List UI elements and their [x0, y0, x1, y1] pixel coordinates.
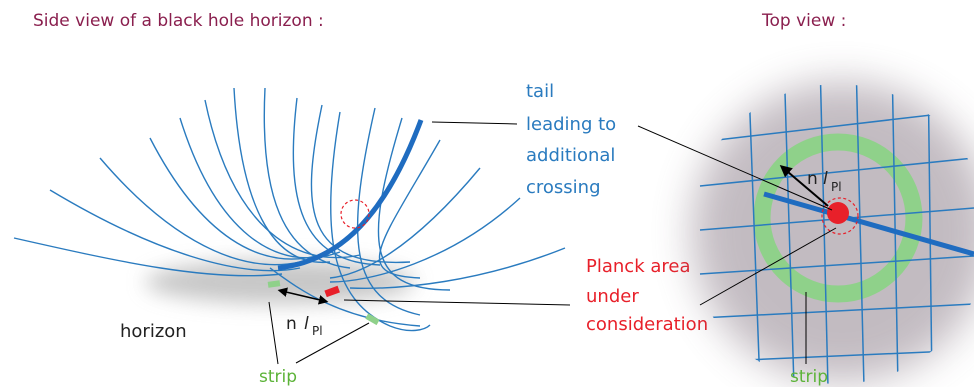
- field-line: [292, 97, 381, 266]
- horizon-haze: [145, 260, 415, 304]
- top-view-title: Top view :: [761, 11, 846, 31]
- grid-line: [747, 84, 761, 384]
- top-distance-label-l: l: [823, 169, 828, 189]
- field-line: [263, 87, 351, 269]
- field-line: [378, 139, 441, 279]
- strip-ring: [753, 133, 923, 303]
- strip-label-top: strip: [790, 367, 828, 387]
- grid-line: [783, 84, 795, 384]
- strip-patch-left: [267, 280, 281, 288]
- field-line: [49, 189, 301, 272]
- planck-leader-line: [343, 299, 571, 306]
- grid-line: [699, 157, 974, 187]
- strip-label-side: strip: [259, 367, 297, 387]
- top-view-tail: [763, 191, 974, 257]
- planck-label-line3: consideration: [586, 314, 708, 335]
- field-line: [356, 107, 421, 316]
- side-view-title: Side view of a black hole horizon :: [33, 11, 324, 31]
- field-line-curves: [13, 87, 566, 332]
- crossing-marker-circle: [340, 199, 370, 229]
- strip-pointer-line: [268, 301, 279, 365]
- top-distance-label-subscript: Pl: [831, 180, 842, 194]
- planck-label-line1: Planck area: [586, 256, 690, 277]
- top-distance-arrow: [779, 165, 829, 207]
- side-view: n l Pl horizon strip: [13, 87, 571, 387]
- strip-pointer-line: [295, 322, 370, 364]
- tail-leader-line: [431, 121, 518, 125]
- tail-label-line4: crossing: [526, 177, 601, 198]
- field-line: [204, 99, 361, 259]
- field-line: [149, 137, 321, 260]
- distance-label-subscript: Pl: [312, 324, 323, 338]
- grid-line: [819, 84, 829, 384]
- field-line: [13, 237, 283, 277]
- grid-line: [699, 303, 974, 319]
- field-line: [99, 157, 301, 266]
- field-line: [310, 104, 411, 264]
- top-distance-label-n: n: [807, 169, 818, 189]
- planck-label-line2: under: [586, 286, 639, 307]
- tail-label-line2: leading to: [526, 114, 616, 135]
- tail-to-top-leader: [637, 125, 833, 211]
- top-planck-dashed-circle: [821, 197, 859, 235]
- field-line: [329, 167, 481, 279]
- tail-label-line3: additional: [526, 145, 615, 166]
- tail-curve: [277, 119, 424, 271]
- distance-label-l: l: [304, 314, 309, 334]
- planck-annotation: Planck area under consideration: [586, 256, 708, 335]
- planck-to-top-leader: [699, 227, 837, 306]
- top-view: n l Pl strip: [637, 82, 974, 387]
- horizon-label: horizon: [120, 321, 187, 342]
- strip-patch-right: [365, 313, 380, 326]
- grid-line: [699, 255, 974, 275]
- grid-line: [891, 84, 899, 384]
- top-planck-dot: [827, 202, 849, 224]
- field-line: [329, 111, 431, 332]
- tail-annotation: tail leading to additional crossing: [526, 81, 616, 198]
- distance-arrow: [277, 287, 329, 305]
- distance-label-n: n: [286, 314, 297, 334]
- tail-label-line1: tail: [526, 81, 554, 102]
- field-line: [349, 247, 566, 289]
- field-line: [329, 197, 521, 283]
